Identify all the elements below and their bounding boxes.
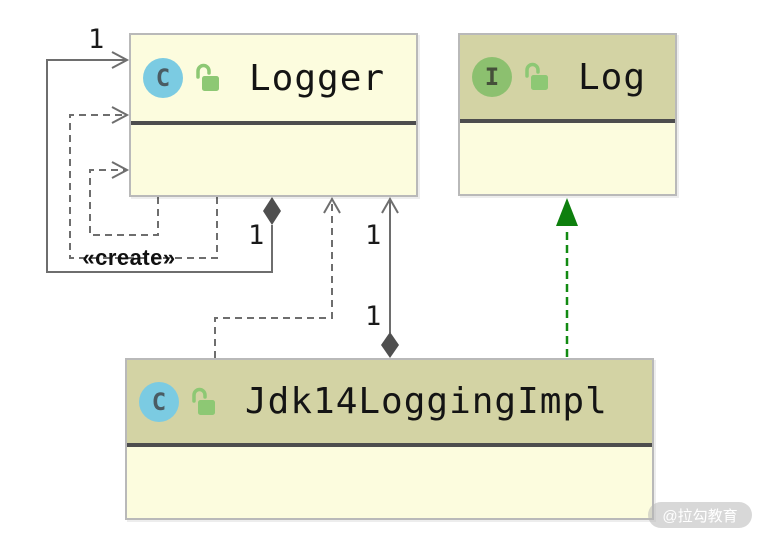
class-name: Logger (249, 57, 386, 99)
watermark-badge: @拉勾教育 (648, 502, 752, 528)
class-header: C Logger (131, 35, 416, 121)
edge-realization-jdk14-to-log[interactable] (556, 198, 578, 357)
interface-name: Log (578, 56, 647, 98)
class-name: Jdk14LoggingImpl (245, 381, 608, 422)
multiplicity-label: 1 (88, 24, 105, 55)
class-header: I Log (460, 35, 675, 119)
class-header: C Jdk14LoggingImpl (127, 360, 652, 443)
open-lock-icon (192, 387, 215, 415)
class-icon: C (139, 381, 179, 422)
members-compartment (460, 123, 675, 194)
watermark-text: @拉勾教育 (662, 507, 738, 525)
class-node-logger[interactable]: C Logger (129, 33, 418, 197)
compartment-divider (127, 443, 652, 447)
edge-self-association[interactable] (46, 51, 281, 273)
edge-dependency-jdk14-to-logger[interactable] (214, 196, 341, 358)
members-compartment (131, 125, 416, 195)
members-compartment (127, 447, 652, 518)
compartment-divider (460, 119, 675, 123)
multiplicity-label: 1 (248, 220, 265, 251)
stereotype-label-create: «create» (82, 245, 176, 270)
interface-icon: I (472, 57, 512, 97)
class-node-jdk14loggingimpl[interactable]: C Jdk14LoggingImpl (125, 358, 654, 520)
compartment-divider (131, 121, 416, 125)
multiplicity-label: 1 (365, 301, 382, 332)
multiplicity-label: 1 (365, 220, 382, 251)
class-icon: C (143, 58, 183, 98)
open-lock-icon (196, 63, 219, 91)
edge-create-dependency[interactable] (69, 106, 218, 259)
interface-icon-letter: I (484, 63, 500, 91)
interface-node-log[interactable]: I Log (458, 33, 677, 196)
open-lock-icon (525, 62, 548, 90)
class-icon-letter: C (155, 64, 171, 92)
edge-self-dependency[interactable] (89, 161, 159, 236)
edge-association-logger-jdk14[interactable] (381, 196, 399, 358)
class-icon-letter: C (151, 387, 167, 416)
